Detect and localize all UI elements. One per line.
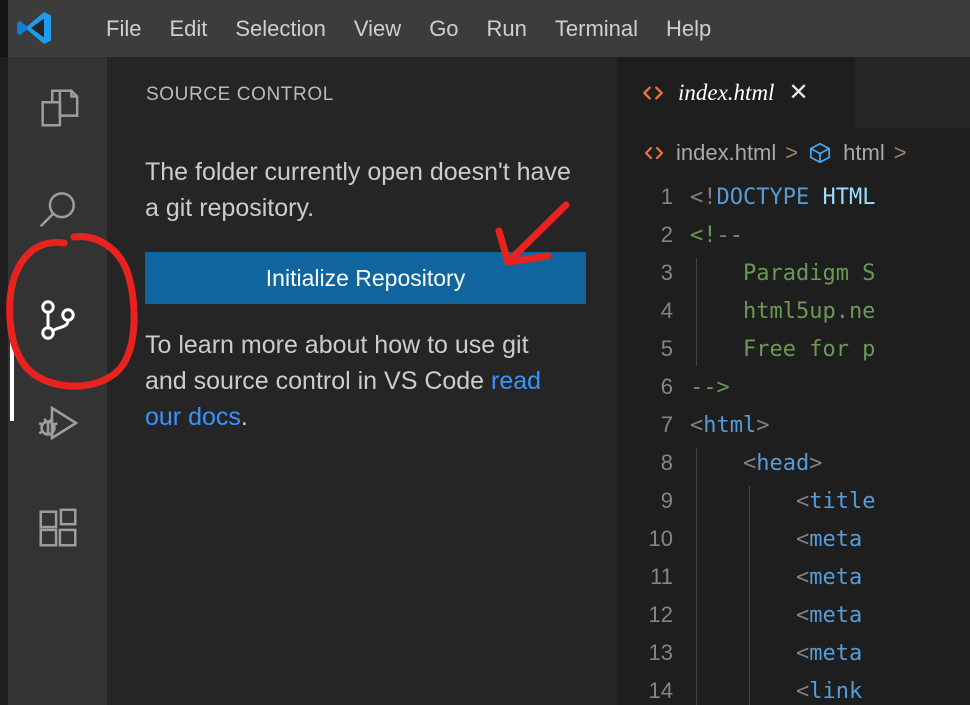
indent-guide [748,486,750,705]
line-number: 11 [650,564,673,589]
line-number: 13 [648,640,673,665]
menu-item-run[interactable]: Run [486,15,527,41]
code-text: --> [690,374,730,400]
line-number: 1 [660,184,673,209]
close-icon[interactable]: ✕ [788,78,809,106]
code-line[interactable]: 13 <meta [617,634,970,672]
initialize-repository-button[interactable]: Initialize Repository [145,252,586,304]
code-text: <!-- [690,222,743,248]
breadcrumb-item-file[interactable]: index.html [676,140,777,165]
code-line[interactable]: 6 --> [617,368,970,406]
html-file-icon [640,80,666,106]
code-line[interactable]: 9 <title [617,482,970,520]
breadcrumb-separator: > [785,140,799,165]
line-number: 3 [660,260,673,285]
breadcrumb: index.html > html > [617,128,970,178]
source-control-branch-icon [34,296,82,344]
code-text: html5up.ne [690,298,876,324]
code-line[interactable]: 11 <meta [617,558,970,596]
source-control-help-text: To learn more about how to use git and s… [145,327,565,435]
code-line[interactable]: 14 <link [617,672,970,705]
tab-label: index.html [678,79,775,105]
code-text: <head> [690,450,823,476]
code-text: <meta [795,564,863,590]
code-line[interactable]: 1 <!DOCTYPE HTML [617,178,970,216]
code-line[interactable]: 3 Paradigm S [617,254,970,292]
line-number: 14 [648,678,673,703]
code-text: <!DOCTYPE HTML [690,184,876,210]
line-number: 5 [660,336,673,361]
menu-item-go[interactable]: Go [429,15,459,41]
source-control-panel: SOURCE CONTROL The folder currently open… [107,57,617,705]
files-icon [35,85,81,131]
tab-index-html[interactable]: index.html ✕ [617,57,855,128]
title-bar: File Edit Selection View Go Run Terminal… [0,0,970,57]
line-number: 8 [660,450,673,475]
code-line[interactable]: 12 <meta [617,596,970,634]
help-text-tail: . [240,403,248,431]
code-line[interactable]: 5 Free for p [617,330,970,368]
sidebar-item-source-control[interactable] [8,269,107,371]
window-edge [0,0,8,57]
read-our-docs-link[interactable]: read our docs [145,367,542,431]
editor-tab-bar: index.html ✕ [617,57,970,128]
line-number: 10 [648,526,673,551]
menu-bar: File Edit Selection View Go Run Terminal… [92,0,725,57]
line-number: 9 [660,488,673,513]
sidebar-item-search[interactable] [8,159,107,261]
code-text: <title [795,488,876,514]
help-text-lead: To learn more about how to use git and s… [145,331,529,395]
code-text: <meta [795,526,863,552]
activity-bar [8,57,107,705]
sidebar-item-extensions[interactable] [8,477,107,579]
no-repository-message: The folder currently open doesn't have a… [145,158,571,222]
code-text: <meta [795,602,863,628]
code-line[interactable]: 8 <head> [617,444,970,482]
run-debug-icon [34,400,82,448]
code-text: <html> [690,412,770,438]
editor-group: index.html ✕ index.html > [617,57,970,705]
line-number: 4 [660,298,673,323]
code-text: <meta [795,640,863,666]
menu-item-view[interactable]: View [353,15,402,41]
code-line[interactable]: 7 <html> [617,406,970,444]
extensions-icon [35,505,81,551]
menu-item-edit[interactable]: Edit [169,15,208,41]
vscode-logo-icon [14,8,54,48]
menu-item-selection[interactable]: Selection [235,15,326,41]
sidebar-item-explorer[interactable] [8,57,107,159]
panel-title: SOURCE CONTROL [146,84,334,105]
line-number: 7 [660,412,673,437]
line-number: 12 [648,602,673,627]
line-number: 6 [660,374,673,399]
code-text: <link [795,678,863,704]
code-line[interactable]: 10 <meta [617,520,970,558]
symbol-cube-icon [807,140,833,166]
indent-guide [696,258,697,366]
code-text: Paradigm S [690,260,876,286]
search-icon [35,187,81,233]
html-file-icon [642,141,666,165]
menu-item-help[interactable]: Help [666,15,712,41]
code-line[interactable]: 4 html5up.ne [617,292,970,330]
line-number: 2 [660,222,673,247]
code-line[interactable]: 2 <!-- [617,216,970,254]
menu-item-terminal[interactable]: Terminal [554,15,639,41]
breadcrumb-item-symbol[interactable]: html [843,140,885,165]
code-text: Free for p [690,336,876,362]
indent-guide [696,448,697,705]
sidebar-item-run-and-debug[interactable] [8,373,107,475]
breadcrumb-separator-2: > [893,140,907,165]
menu-item-file[interactable]: File [106,15,142,41]
